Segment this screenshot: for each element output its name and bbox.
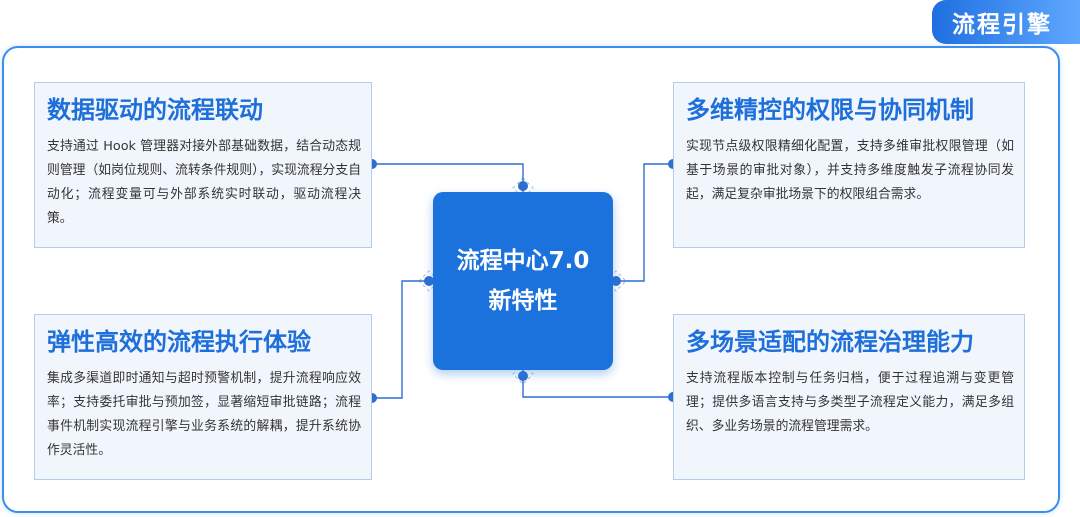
- center-hub: 流程中心7.0 新特性: [433, 192, 613, 370]
- card-body: 集成多渠道即时通知与超时预警机制，提升流程响应效率；支持委托审批与预加签，显著缩…: [47, 371, 361, 458]
- center-title-line1: 流程中心7.0: [456, 248, 590, 274]
- card-title: 多维精控的权限与协同机制: [686, 96, 974, 124]
- node-dot: [518, 371, 528, 381]
- connector-top-left: [372, 163, 524, 192]
- card-body: 支持通过 Hook 管理器对接外部基础数据，结合动态规则管理（如岗位规则、流转条…: [47, 139, 361, 226]
- card-body: 支持流程版本控制与任务归档，便于过程追溯与变更管理；提供多语言支持与多类型子流程…: [686, 371, 1014, 434]
- feature-card-data-driven: 数据驱动的流程联动 支持通过 Hook 管理器对接外部基础数据，结合动态规则管理…: [34, 82, 372, 248]
- node-dot: [518, 181, 528, 191]
- feature-card-execution: 弹性高效的流程执行体验 集成多渠道即时通知与超时预警机制，提升流程响应效率；支持…: [34, 314, 372, 480]
- card-title: 多场景适配的流程治理能力: [686, 328, 974, 356]
- card-title: 弹性高效的流程执行体验: [47, 328, 311, 356]
- node-dot: [611, 276, 621, 286]
- feature-card-permissions: 多维精控的权限与协同机制 实现节点级权限精细化配置，支持多维审批权限管理（如基于…: [673, 82, 1025, 248]
- card-body: 实现节点级权限精细化配置，支持多维审批权限管理（如基于场景的审批对象），并支持多…: [686, 139, 1014, 202]
- connector-bottom-right: [522, 370, 673, 398]
- center-title-line2: 新特性: [488, 288, 558, 314]
- connector-bottom-left: [372, 280, 433, 399]
- feature-card-governance: 多场景适配的流程治理能力 支持流程版本控制与任务归档，便于过程追溯与变更管理；提…: [673, 314, 1025, 480]
- card-title: 数据驱动的流程联动: [47, 96, 263, 124]
- node-dot: [424, 276, 434, 286]
- connector-top-right: [613, 163, 673, 282]
- section-tag: 流程引擎: [926, 0, 1080, 44]
